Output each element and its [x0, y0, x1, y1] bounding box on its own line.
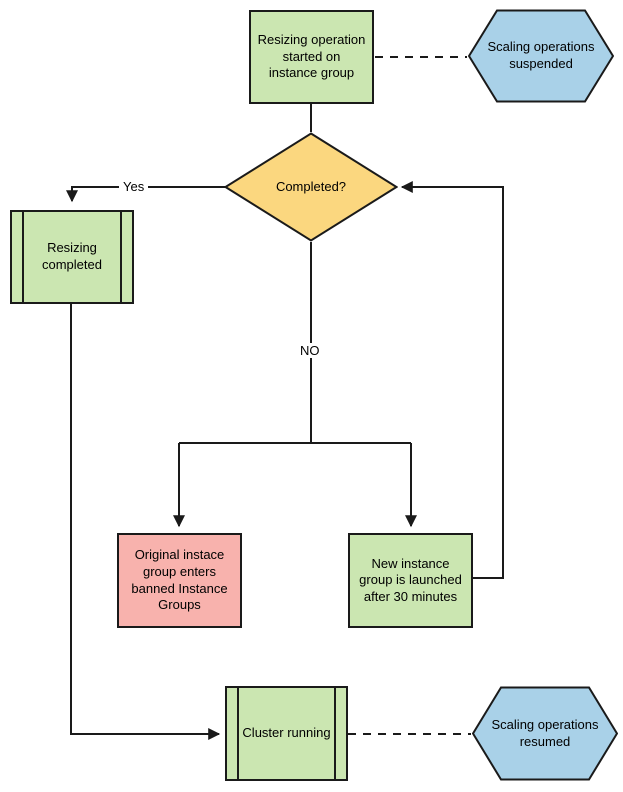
node-scaling-suspended: Scaling operations suspended	[468, 9, 614, 103]
node-original-banned: Original instace group enters banned Ins…	[117, 533, 242, 628]
node-new-group-label: New instance group is launched after 30 …	[359, 555, 462, 604]
node-new-group: New instance group is launched after 30 …	[348, 533, 473, 628]
subroutine-bar-left	[22, 212, 24, 302]
diamond-shape	[224, 132, 398, 242]
node-cluster-running: Cluster running	[225, 686, 348, 781]
node-completed-label: Completed?	[275, 178, 347, 194]
node-resizing-completed-label: Resizing completed	[42, 240, 102, 272]
edge-yes	[66, 186, 225, 203]
edge-label-yes: Yes	[119, 179, 149, 194]
node-scaling-resumed-label: Scaling operations resumed	[491, 716, 599, 749]
subroutine-bar-right	[120, 212, 122, 302]
hexagon-shape	[472, 686, 618, 781]
hexagon-shape	[468, 9, 614, 103]
edge-loopback	[400, 181, 504, 579]
node-cluster-running-label: Cluster running	[242, 725, 331, 741]
node-resizing-completed: Resizing completed	[10, 210, 134, 304]
subroutine-bar-right	[334, 688, 336, 779]
node-resizing-started-label: Resizing operation started on instance g…	[257, 32, 366, 81]
edge-completed-to-cluster	[70, 304, 221, 740]
edge-label-no: NO	[296, 343, 324, 358]
subroutine-bar-left	[237, 688, 239, 779]
node-completed-decision: Completed?	[224, 132, 398, 242]
node-resizing-started: Resizing operation started on instance g…	[249, 10, 374, 104]
node-scaling-resumed: Scaling operations resumed	[472, 686, 618, 781]
node-original-banned-label: Original instace group enters banned Ins…	[131, 547, 228, 613]
node-scaling-suspended-label: Scaling operations suspended	[487, 39, 595, 71]
